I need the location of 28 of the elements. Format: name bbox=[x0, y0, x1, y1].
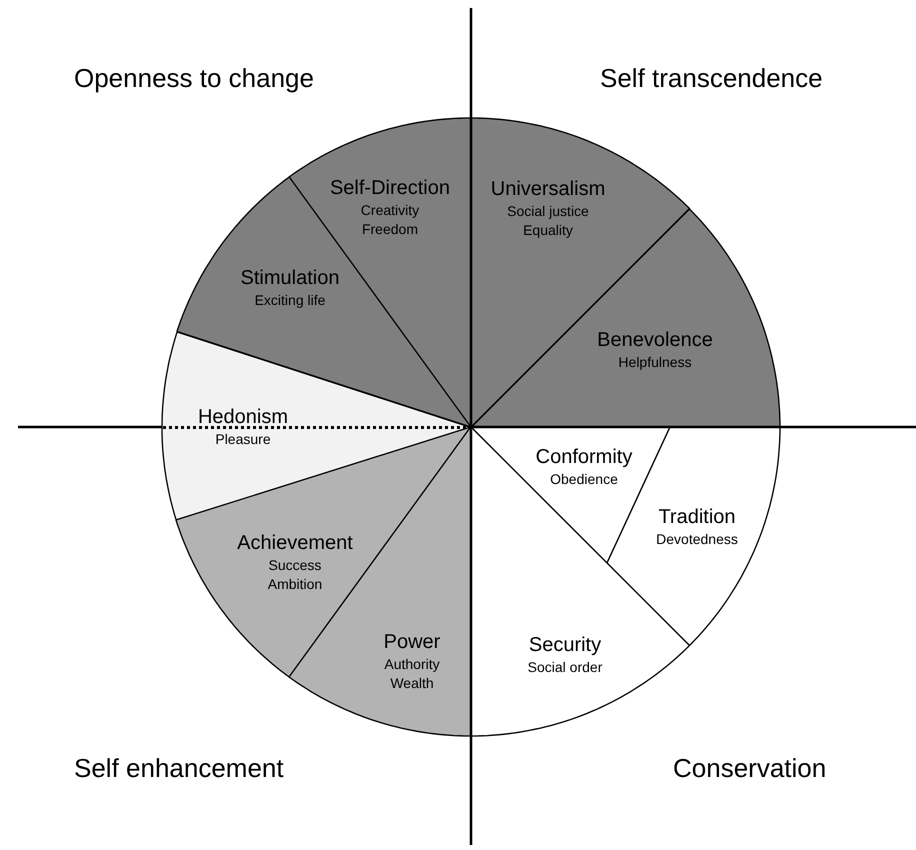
value-name: Stimulation bbox=[240, 266, 340, 290]
quadrant-title: Self transcendence bbox=[600, 62, 823, 94]
value-description: Ambition bbox=[268, 575, 322, 594]
value-description: Pleasure bbox=[215, 430, 271, 449]
value-description: Obedience bbox=[550, 470, 618, 489]
value-description: Equality bbox=[523, 221, 573, 240]
value-description: Creativity bbox=[360, 201, 420, 220]
value-name: Self-Direction bbox=[330, 176, 450, 200]
value-description: Authority bbox=[384, 655, 440, 674]
value-name: Achievement bbox=[237, 531, 353, 555]
value-name: Conformity bbox=[536, 445, 632, 469]
value-name: Power bbox=[384, 630, 440, 654]
quadrant-title: Self enhancement bbox=[74, 752, 284, 784]
value-description: Devotedness bbox=[656, 530, 738, 549]
value-description: Wealth bbox=[390, 674, 434, 693]
value-name: Tradition bbox=[658, 505, 736, 529]
value-description: Social justice bbox=[507, 202, 589, 221]
value-name: Hedonism bbox=[198, 404, 288, 429]
value-description: Exciting life bbox=[254, 290, 326, 310]
value-description: Freedom bbox=[362, 220, 418, 239]
quadrant-title: Conservation bbox=[673, 752, 826, 784]
value-name: Security bbox=[528, 633, 602, 657]
value-description: Helpfulness bbox=[618, 352, 692, 372]
value-name: Universalism bbox=[490, 177, 606, 201]
value-name: Benevolence bbox=[597, 328, 713, 352]
value-description: Social order bbox=[528, 658, 602, 677]
value-description: Success bbox=[268, 556, 322, 575]
quadrant-title: Openness to change bbox=[74, 62, 314, 94]
